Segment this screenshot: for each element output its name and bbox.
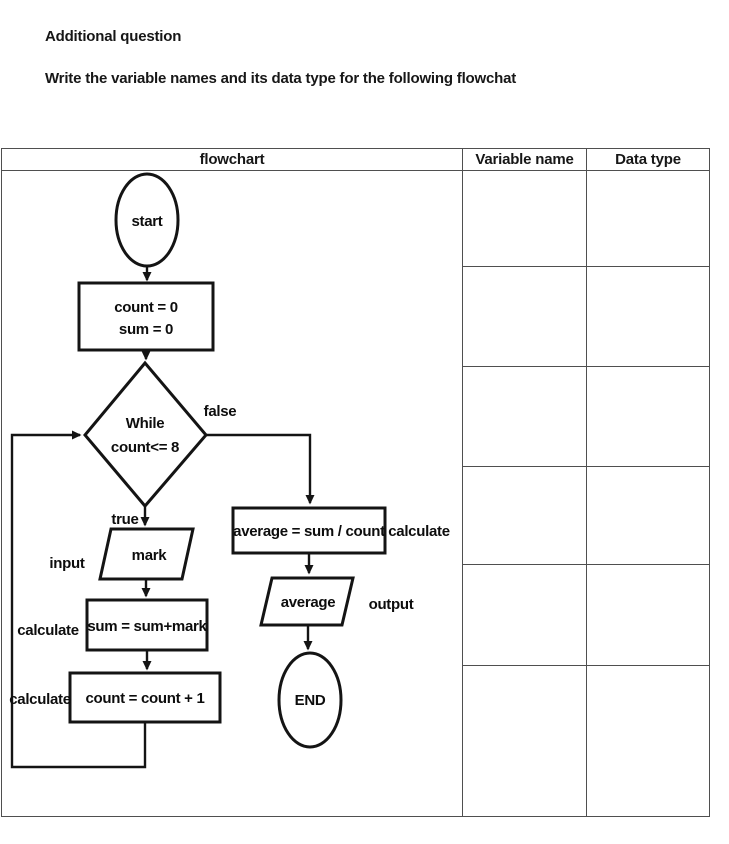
data-type-cell-6 — [586, 665, 710, 817]
data-type-cell-3 — [586, 366, 710, 467]
variable-name-cell-3 — [462, 366, 587, 467]
variable-name-cell-6 — [462, 665, 587, 817]
table-row — [2, 466, 710, 565]
data-type-cell-1 — [586, 170, 710, 267]
table-row — [2, 366, 710, 467]
table-row — [2, 564, 710, 666]
table-row — [1, 170, 710, 817]
variable-name-cell-4 — [462, 466, 587, 565]
data-type-cell-4 — [586, 466, 710, 565]
data-type-cell-2 — [586, 266, 710, 367]
answer-table: flowchart Variable name Data type — [1, 148, 710, 817]
question-heading: Additional question — [45, 28, 182, 45]
col-header-variable-name: Variable name — [462, 148, 587, 171]
variable-name-cell-2 — [462, 266, 587, 367]
question-text: Write the variable names and its data ty… — [45, 70, 517, 87]
flowchart-cell — [1, 170, 463, 817]
table-header-row: flowchart Variable name Data type — [1, 148, 710, 171]
data-type-cell-5 — [586, 564, 710, 666]
variable-name-cell-5 — [462, 564, 587, 666]
col-header-data-type: Data type — [586, 148, 710, 171]
table-row — [2, 665, 710, 817]
col-header-flowchart: flowchart — [1, 148, 463, 171]
variable-name-cell-1 — [462, 170, 587, 267]
